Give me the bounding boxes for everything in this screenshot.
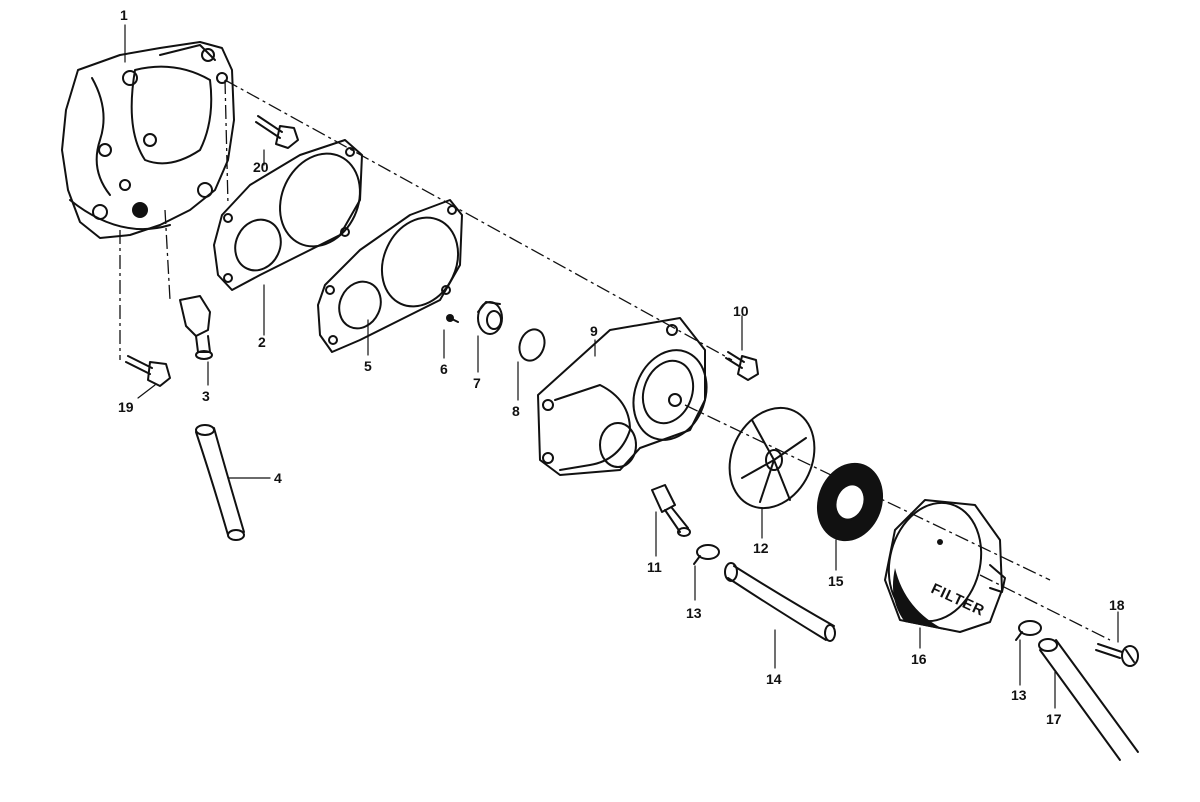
part-16-filter-bowl: FILTER [884,499,1006,633]
part-7-valve [477,301,503,335]
part-15-gasket-ring [816,462,884,542]
callout-13-second: 13 [1011,687,1027,703]
part-4-hose [195,424,245,541]
part-9-pump-body [537,317,708,476]
part-13-hose-clamp-2 [1015,620,1042,641]
part-17-hose [1038,638,1139,761]
callout-9: 9 [590,323,598,339]
callout-7: 7 [473,375,481,391]
callout-8: 8 [512,403,520,419]
part-2-gasket [213,139,363,291]
callout-6: 6 [440,361,448,377]
part-19-bolt [125,355,171,387]
part-11-fitting [651,484,691,537]
part-5-gasket [317,199,463,353]
callout-18: 18 [1109,597,1125,613]
part-13-hose-clamp [693,544,720,565]
leader-lines [124,24,1119,709]
callout-4: 4 [274,470,282,486]
callout-16: 16 [911,651,927,667]
part-1-engine-housing [61,41,235,239]
callout-14: 14 [766,671,782,687]
callout-20: 20 [253,159,269,175]
callout-15: 15 [828,573,844,589]
callout-3: 3 [202,388,210,404]
part-6-screw [446,314,459,323]
callout-10: 10 [733,303,749,319]
part-14-hose [724,562,836,642]
callout-2: 2 [258,334,266,350]
filter-label: FILTER [928,580,987,620]
part-12-plate [728,406,816,510]
callout-19: 19 [118,399,134,415]
callout-13: 13 [686,605,702,621]
callout-1: 1 [120,7,128,23]
callout-11: 11 [647,559,662,575]
part-8-o-ring [518,328,546,362]
callout-17: 17 [1046,711,1062,727]
part-20-bolt [255,115,299,149]
part-3-elbow-fitting [179,295,213,360]
part-18-screw [1095,643,1139,667]
part-10-bolt [725,351,759,381]
callout-12: 12 [753,540,769,556]
callout-5: 5 [364,358,372,374]
callout-labels: 1 2 3 4 5 6 7 8 9 10 11 12 13 14 15 16 1… [118,7,1125,727]
